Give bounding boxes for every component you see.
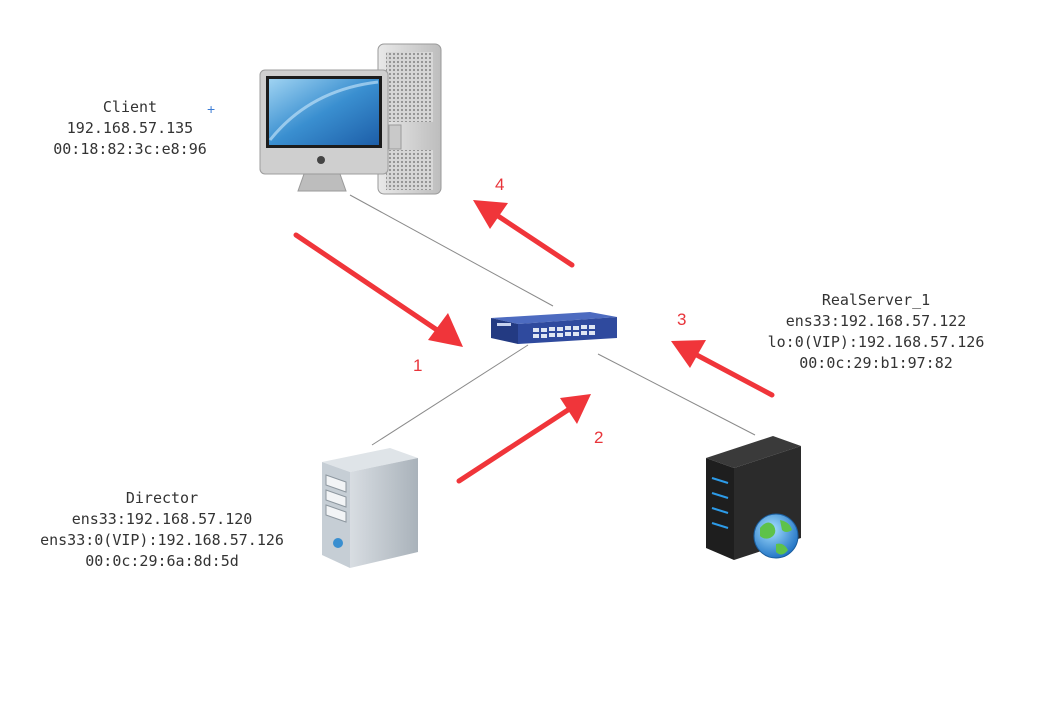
director-server-icon [322, 448, 418, 568]
plus-icon: + [207, 101, 216, 117]
step-3-label: 3 [677, 310, 687, 329]
director-mac: 00:0c:29:6a:8d:5d [85, 552, 239, 570]
director-label: Director ens33:192.168.57.120 ens33:0(VI… [18, 488, 306, 572]
link-director-switch [371, 344, 529, 446]
flow-arrows [293, 200, 775, 484]
client-label: Client 192.168.57.135 00:18:82:3c:e8:96 [52, 97, 208, 160]
realserver-vip: lo:0(VIP):192.168.57.126 [767, 333, 985, 351]
step-1-label: 1 [413, 356, 423, 375]
realserver-ip: ens33:192.168.57.122 [785, 312, 967, 330]
realserver-mac: 00:0c:29:b1:97:82 [799, 354, 953, 372]
client-mac: 00:18:82:3c:e8:96 [53, 140, 207, 158]
arrow-step-3 [671, 340, 775, 398]
client-ip: 192.168.57.135 [66, 119, 194, 137]
realserver-name: RealServer_1 [821, 291, 931, 309]
director-name: Director [125, 489, 199, 507]
arrow-step-4 [473, 200, 575, 268]
link-client-switch [349, 194, 554, 307]
client-name: Client [102, 98, 158, 116]
realserver-icon [706, 436, 801, 560]
step-2-label: 2 [594, 428, 604, 447]
client-computer-icon [259, 43, 442, 195]
arrow-step-1 [293, 232, 463, 347]
arrow-step-2 [456, 394, 591, 484]
network-links [349, 194, 756, 446]
network-switch-icon [491, 312, 617, 344]
director-vip: ens33:0(VIP):192.168.57.126 [40, 531, 284, 549]
director-ip: ens33:192.168.57.120 [71, 510, 253, 528]
step-4-label: 4 [495, 175, 505, 194]
realserver-label: RealServer_1 ens33:192.168.57.122 lo:0(V… [748, 290, 1004, 374]
link-realserver-switch [597, 353, 756, 436]
